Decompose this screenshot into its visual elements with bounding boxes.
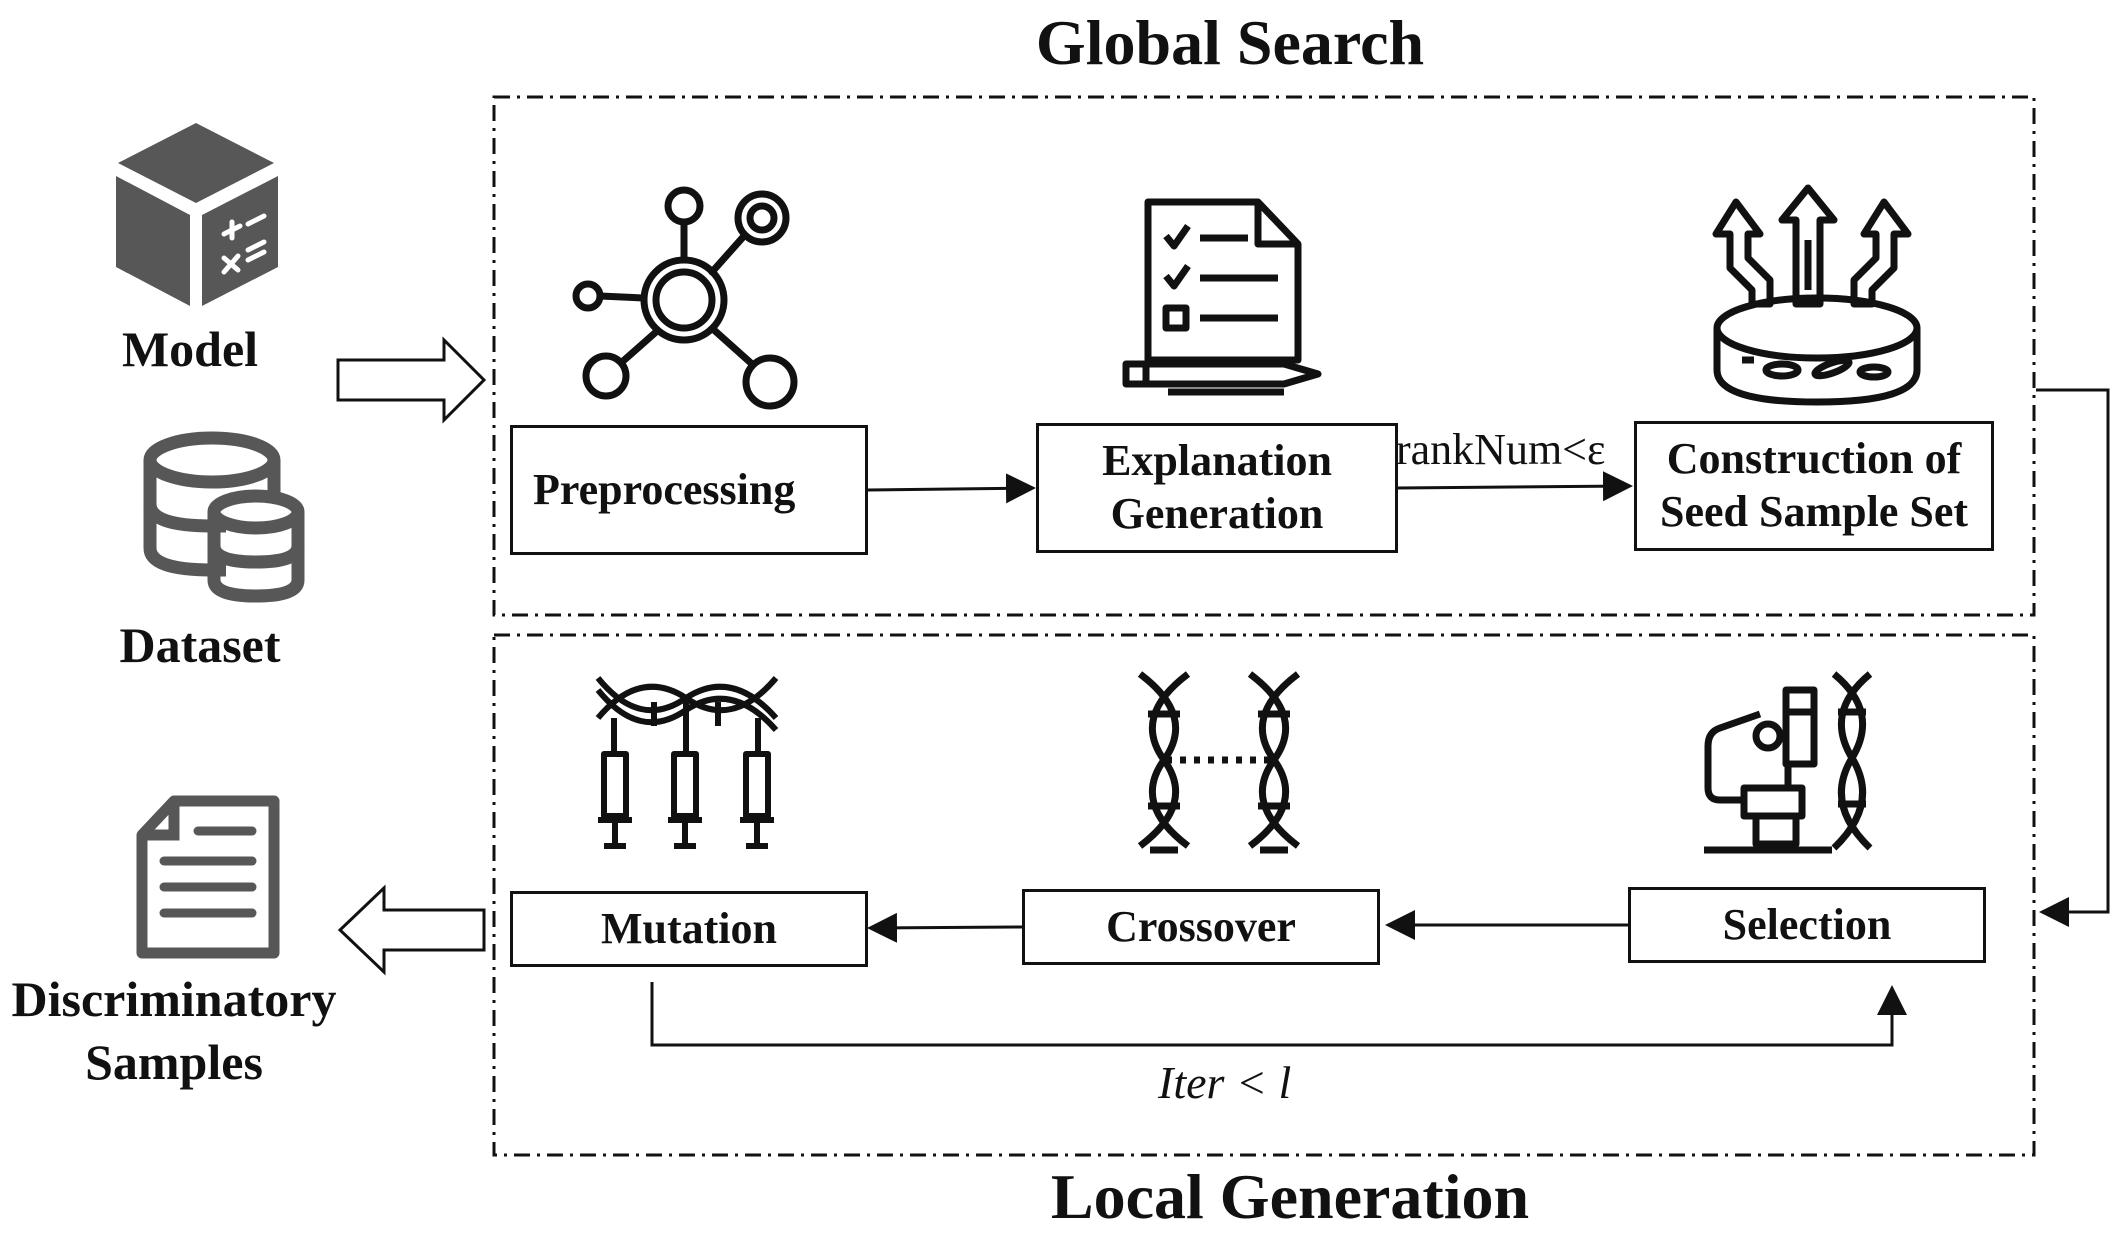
microscope-dna-icon <box>1702 668 1892 858</box>
output-label: Discriminatory Samples <box>0 968 348 1093</box>
crossover-label: Crossover <box>1106 901 1296 951</box>
crossover-box: Crossover <box>1022 889 1380 965</box>
global-search-title: Global Search <box>1035 7 1425 78</box>
model-label: Model <box>121 321 259 377</box>
document-icon <box>134 795 284 960</box>
explanation-label-line1: Explanation <box>1102 436 1332 486</box>
selection-box: Selection <box>1628 887 1986 963</box>
explanation-box: Explanation Generation <box>1036 423 1398 553</box>
output-label-line2: Samples <box>85 1033 263 1090</box>
local-generation-frame <box>492 633 2036 1157</box>
database-icon <box>136 428 306 603</box>
global-search-frame <box>492 95 2036 617</box>
dna-syringes-icon <box>594 668 780 852</box>
arrow-cross-to-mut <box>867 912 1023 943</box>
cube-calculator-icon <box>106 118 286 308</box>
network-nodes-icon <box>566 180 806 420</box>
arrow-pre-to-expl <box>867 473 1036 504</box>
rank-condition-label: rankNum<ε <box>1396 425 1606 474</box>
input-arrow <box>336 336 487 424</box>
local-generation-title: Local Generation <box>1050 1161 1530 1232</box>
iteration-loop <box>650 982 1907 1047</box>
iteration-condition-label: Iter < l <box>1158 1057 1292 1108</box>
arrow-expl-to-constr <box>1397 471 1633 502</box>
explanation-label-line2: Generation <box>1110 489 1324 538</box>
petri-dish-arrows-icon <box>1702 180 1932 410</box>
construction-label-line2: Seed Sample Set <box>1660 487 1968 536</box>
output-arrow <box>337 884 486 976</box>
dataset-label: Dataset <box>119 617 281 673</box>
selection-label: Selection <box>1722 899 1892 949</box>
mutation-label: Mutation <box>601 903 777 953</box>
arrow-constr-to-selection <box>2036 388 2110 927</box>
construction-label-line1: Construction of <box>1666 434 1962 484</box>
preprocessing-label: Preprocessing <box>533 464 796 514</box>
construction-box: Construction of Seed Sample Set <box>1634 421 1994 551</box>
preprocessing-box: Preprocessing <box>510 425 868 555</box>
checklist-pen-icon <box>1108 192 1328 412</box>
output-label-line1: Discriminatory <box>11 971 337 1027</box>
dna-double-helix-icon <box>1126 670 1312 854</box>
mutation-box: Mutation <box>510 891 868 967</box>
